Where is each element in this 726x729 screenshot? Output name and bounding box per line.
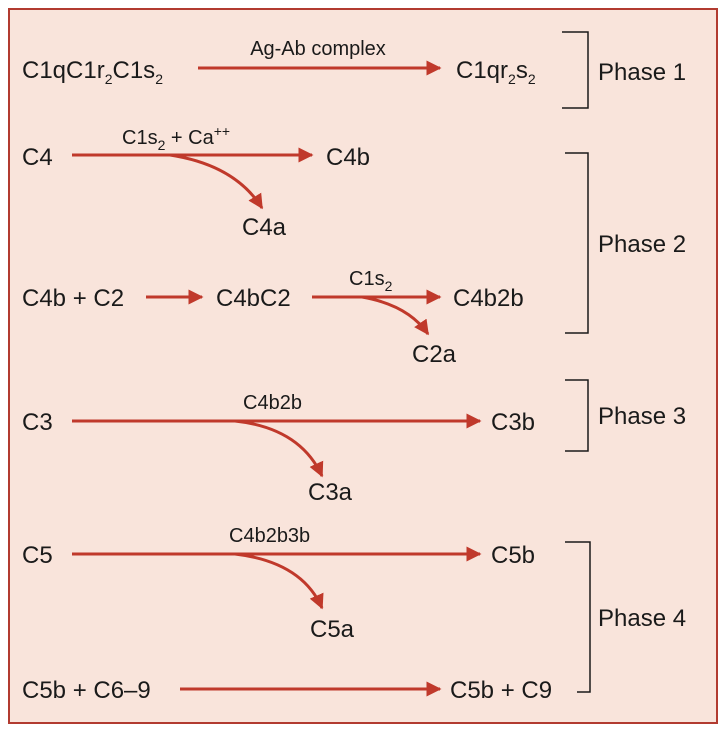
phase-1-label: Phase 1 (598, 59, 686, 86)
intermediate-c4bc2: C4bC2 (216, 285, 291, 312)
branch-arrow-r4 (234, 419, 324, 478)
label-ag-ab-complex: Ag-Ab complex (250, 38, 386, 60)
reactant-c4b-c2: C4b + C2 (22, 285, 124, 312)
byproduct-c4a: C4a (242, 214, 287, 241)
reactant-c5b-c6-9: C5b + C6–9 (22, 677, 151, 704)
diagram-frame (8, 8, 718, 724)
product-c5b: C5b (491, 542, 535, 569)
branch-arrow-r2 (169, 153, 264, 210)
phase-4-label: Phase 4 (598, 605, 686, 632)
product-c4b2b: C4b2b (453, 285, 524, 312)
bracket-phase-2 (565, 152, 589, 334)
product-c5b-c9: C5b + C9 (450, 677, 552, 704)
branch-arrow-r5 (234, 552, 324, 610)
byproduct-c3a: C3a (308, 479, 353, 506)
product-c3b: C3b (491, 409, 535, 436)
phase-2-label: Phase 2 (598, 231, 686, 258)
reactant-c3: C3 (22, 409, 53, 436)
reactant-c5: C5 (22, 542, 53, 569)
bracket-phase-1 (562, 31, 589, 109)
branch-arrow-r3 (361, 295, 430, 336)
product-c1qrs: C1qr2s2 (456, 57, 536, 87)
label-c1s-2: C1s2 (349, 268, 393, 294)
phase-3-label: Phase 3 (598, 403, 686, 430)
reactant-c4: C4 (22, 144, 53, 171)
label-c4b2b: C4b2b (243, 392, 302, 414)
reactant-c1qc1rc1s: C1qC1r2C1s2 (22, 57, 163, 87)
product-c4b: C4b (326, 144, 370, 171)
label-c1s-ca: C1s2 + Ca++ (122, 123, 230, 153)
byproduct-c5a: C5a (310, 616, 355, 643)
bracket-phase-4 (565, 541, 591, 693)
byproduct-c2a: C2a (412, 341, 457, 368)
label-c4b2b3b: C4b2b3b (229, 525, 310, 547)
bracket-phase-3 (565, 379, 589, 452)
